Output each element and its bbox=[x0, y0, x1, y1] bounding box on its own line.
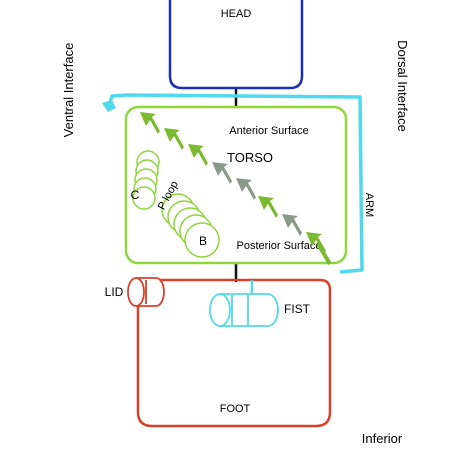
lid-domain bbox=[127, 277, 165, 307]
dorsal-interface-label: Dorsal Interface bbox=[395, 40, 410, 132]
arrow-icon bbox=[140, 112, 160, 134]
foot-label: FOOT bbox=[220, 403, 251, 415]
arrow-icon bbox=[188, 144, 208, 166]
b-subdomain bbox=[161, 193, 220, 258]
foot-domain bbox=[136, 278, 332, 428]
inferior-label: Inferior bbox=[362, 431, 403, 446]
lid-label: LID bbox=[105, 285, 124, 299]
head-label: HEAD bbox=[221, 8, 252, 20]
torso-arrows bbox=[140, 112, 332, 266]
ventral-interface-label: Ventral Interface bbox=[61, 43, 76, 138]
torso-domain bbox=[124, 105, 348, 265]
torso-label: TORSO bbox=[227, 150, 273, 165]
anterior-surface-label: Anterior Surface bbox=[229, 125, 308, 137]
arm-corner-blob bbox=[102, 100, 116, 112]
arrow-icon bbox=[236, 178, 256, 200]
arrow-icon bbox=[258, 196, 278, 218]
arrow-icon bbox=[164, 128, 184, 150]
arrow-icon bbox=[282, 214, 302, 236]
b-label: B bbox=[199, 234, 207, 248]
c-label: C bbox=[131, 188, 140, 202]
fist-domain bbox=[209, 293, 279, 327]
posterior-surface-label: Posterior Surface bbox=[237, 240, 322, 252]
arrow-icon bbox=[212, 162, 232, 184]
head-domain bbox=[168, 0, 304, 90]
arrow-tail bbox=[316, 242, 332, 266]
fist-label: FIST bbox=[284, 302, 311, 316]
arm-domain bbox=[108, 93, 364, 274]
arm-label: ARM bbox=[363, 193, 375, 217]
c-subdomain bbox=[132, 150, 160, 210]
